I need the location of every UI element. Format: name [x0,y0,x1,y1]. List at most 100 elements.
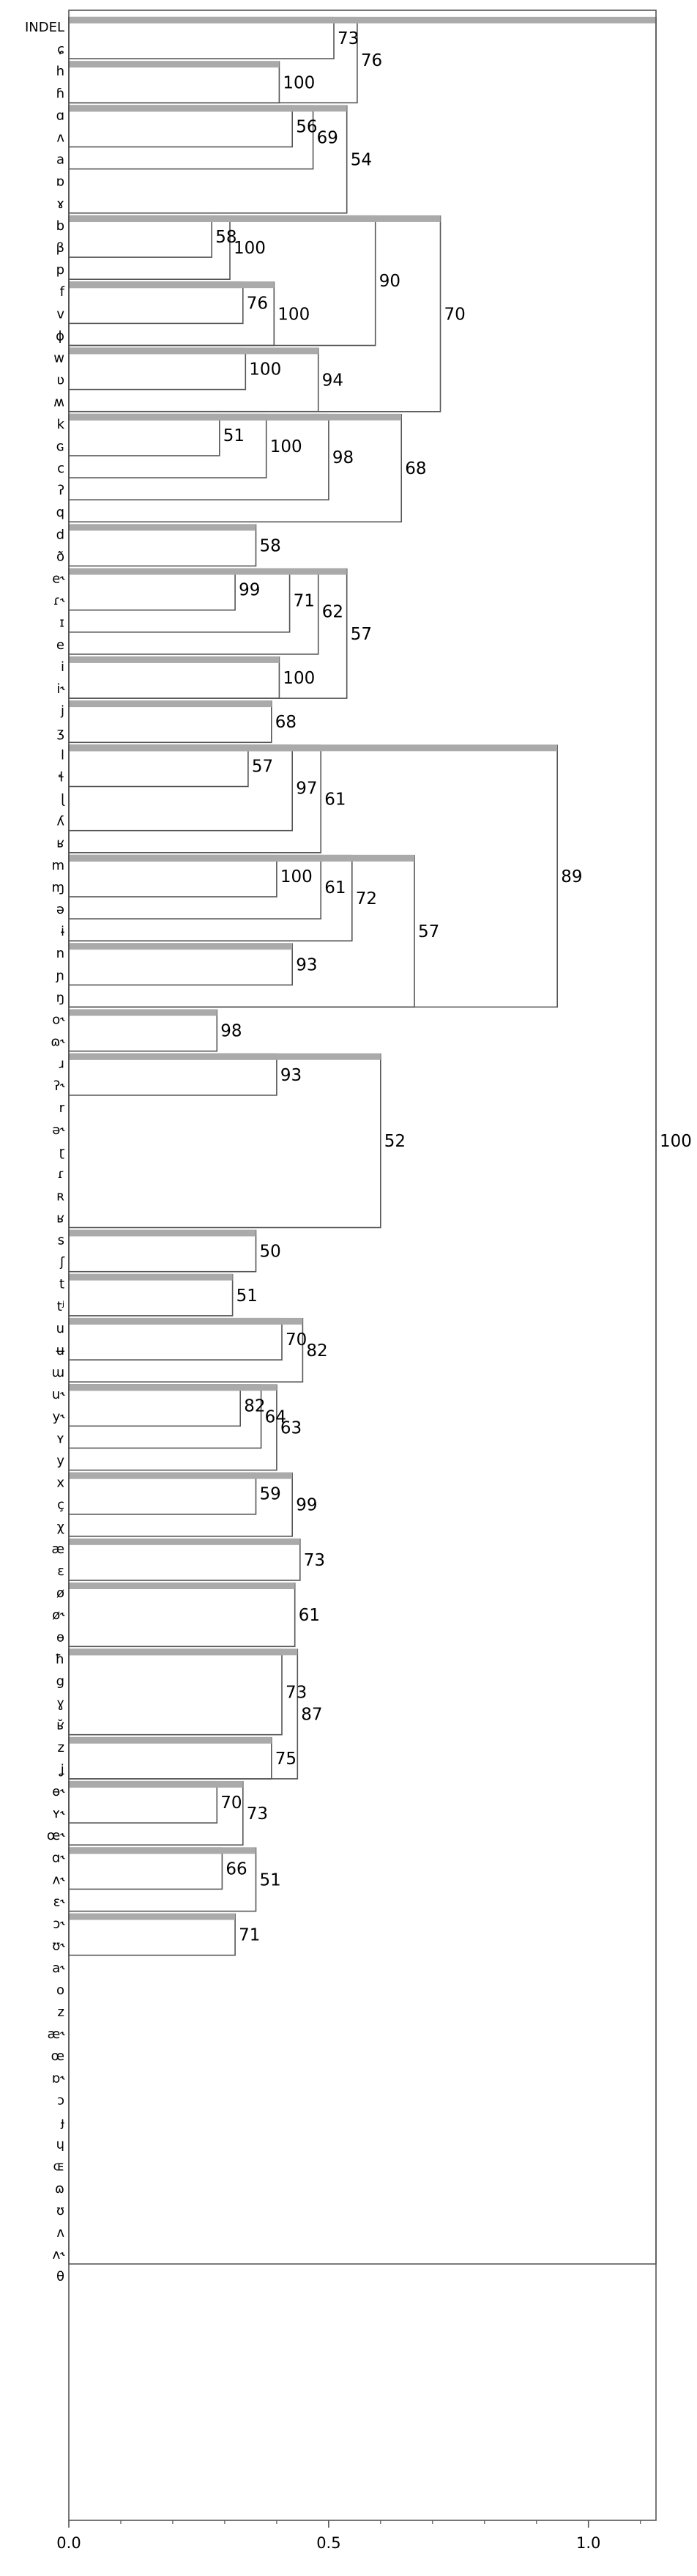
support-label: 57 [351,625,372,644]
cluster-box [68,1472,294,1537]
cluster-box [68,943,294,986]
leaf-label: ʋ [56,373,64,388]
cluster-box [68,215,231,280]
cluster-box [68,413,267,478]
leaf-label: f [60,284,65,300]
support-label: 58 [260,536,281,555]
cluster-bar [69,1780,243,1788]
support-label: 100 [277,305,310,324]
support-label: 58 [215,228,236,247]
leaf-label: ʀ [56,1188,64,1204]
cluster-box [68,568,319,655]
leaf-label: ʉ [56,1343,65,1358]
cluster-box [68,1384,262,1449]
cluster-box [68,1273,234,1317]
cluster-box [68,524,257,567]
leaf-label: ɶ [53,2159,64,2175]
cluster-box [68,1913,236,1956]
cluster-box [68,1318,304,1383]
cluster-box [68,656,280,699]
leaf-label: ʍ [53,395,64,410]
leaf-label: ɢ [56,439,64,454]
leaf-label: ʔ˞ [53,1078,65,1094]
support-label: 93 [296,955,317,974]
support-label: 71 [294,592,315,611]
cluster-bar [69,1273,233,1281]
leaf-label: ø [56,1585,64,1601]
cluster-box [68,413,329,500]
cluster-box [68,744,322,854]
support-label: 70 [444,305,466,324]
leaf-label: ʊ [56,2203,64,2218]
cluster-bar [69,1384,277,1391]
leaf-label: a [56,152,64,168]
support-label: 57 [252,757,273,776]
leaf-label: ɑ˞ [52,1850,65,1865]
leaf-label: ɷ [55,2181,64,2196]
leaf-label: ɤ [56,196,64,212]
leaf-label: ɣ [56,1696,64,1711]
leaf-label: c [57,461,64,476]
support-label: 100 [283,73,315,92]
support-label: 56 [296,117,317,136]
cluster-box [68,1648,299,1780]
leaf-label: tʲ [57,1299,64,1314]
leaf-label: ʌ˞ [53,1872,66,1887]
cluster-box [68,568,236,611]
cluster-box [68,1229,257,1273]
cluster-box [68,1384,241,1427]
leaf-label: n [56,946,64,961]
leaf-label: o [56,1983,64,1998]
support-label: 87 [301,1706,322,1725]
cluster-bar [69,524,256,531]
leaf-label: ʌ [56,2225,64,2240]
leaf-label: i˞ [56,681,65,697]
leaf-label: ð [56,549,64,564]
leaf-label: e [56,637,64,653]
leaf-label: ʏ [56,1431,64,1446]
cluster-bar [69,16,656,23]
support-label: 61 [324,878,346,897]
leaf-label: ʏ˞ [52,1806,65,1821]
cluster-box [68,1847,223,1890]
leaf-label: t [59,1277,64,1292]
x-tick-label: 0.0 [56,2534,81,2552]
leaf-label: ʌ [56,130,64,146]
cluster-bar [69,656,280,663]
support-label: 71 [239,1926,260,1945]
leaf-label: ɯ [51,1365,64,1380]
leaf-label: x [56,1476,64,1491]
cluster-bar [69,61,280,68]
support-label: 82 [244,1396,265,1415]
cluster-box [68,215,212,258]
support-label: 68 [275,713,297,732]
leaf-label: θ [56,2269,64,2284]
cluster-box [68,281,244,325]
cluster-bar [69,281,275,289]
leaf-label: l [61,747,64,763]
cluster-box [68,1053,381,1229]
leaf-label: ħ [55,1651,64,1667]
cluster-box [68,855,415,1008]
leaf-label: y [56,1454,64,1469]
cluster-bar [69,1053,381,1060]
leaf-label: q [56,505,64,520]
leaf-label: ɟ [60,2115,64,2131]
leaf-label: ɔ˞ [53,1917,65,1932]
leaf-label: e˞ [52,571,65,587]
cluster-bar [69,1736,272,1744]
cluster-bar [69,1009,217,1016]
leaf-label: ɲ [55,968,64,983]
leaf-label: s [58,1233,64,1248]
leaf-label: g [56,1674,64,1689]
support-label: 72 [356,889,377,908]
leaf-label: ɽ [59,1144,65,1160]
plot-frame [68,10,657,2521]
leaf-label: i [61,659,64,675]
support-label: 73 [338,29,359,48]
support-label: 98 [332,448,354,467]
leaf-label: m [51,858,64,873]
support-label: 64 [265,1407,286,1426]
